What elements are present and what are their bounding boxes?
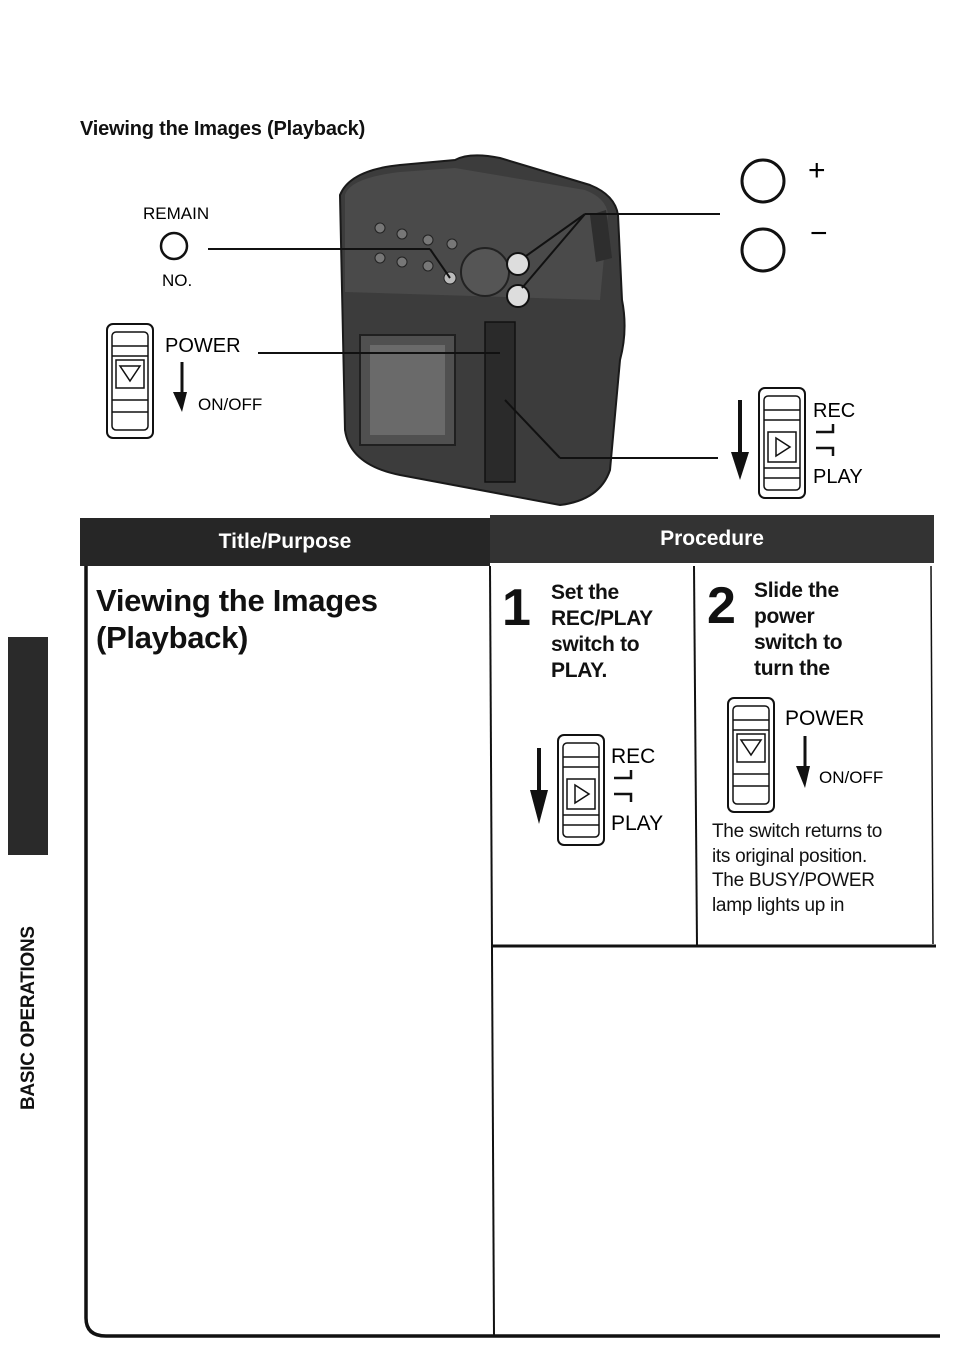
step-2-note-line: lamp lights up in <box>712 894 845 916</box>
rec-label: REC <box>813 400 855 422</box>
rec-play-switch-icon <box>758 387 806 499</box>
down-arrow-icon <box>731 400 749 480</box>
step-2-line: switch to <box>754 631 843 654</box>
step-1-line: REC/PLAY <box>551 607 653 630</box>
down-arrow-icon <box>796 736 810 788</box>
step-2-note-line: its original position. <box>712 845 867 867</box>
minus-button-icon <box>740 227 786 273</box>
page-heading: Viewing the Images (Playback) <box>80 118 366 140</box>
step-2-power-label: POWER <box>785 707 864 730</box>
plus-button-icon <box>740 158 786 204</box>
step-1-switch-figure: REC PLAY <box>530 734 663 846</box>
step-1-number: 1 <box>502 579 531 637</box>
power-switch-icon <box>106 323 154 439</box>
column-header-procedure: Procedure <box>490 515 934 563</box>
row-title-line-1: Viewing the Images <box>96 583 378 618</box>
step-2-line: Slide the <box>754 579 839 602</box>
step-1-play-label: PLAY <box>611 812 663 835</box>
no-label: NO. <box>162 271 192 290</box>
step-2-line: turn the <box>754 657 830 680</box>
remain-label: REMAIN <box>143 204 209 223</box>
onoff-label: ON/OFF <box>198 395 262 414</box>
step-1-line: PLAY. <box>551 659 608 682</box>
step-2-line: power <box>754 605 815 628</box>
step-2-text: Slide the power switch to turn the <box>754 578 843 682</box>
down-arrow-icon <box>530 748 548 824</box>
step-2-note-line: The BUSY/POWER <box>712 870 875 891</box>
rec-play-arrows-icon <box>816 424 835 456</box>
power-switch-icon <box>727 697 775 813</box>
step-2-note-line: The switch returns to <box>712 821 883 842</box>
column-header-title-purpose: Title/Purpose <box>80 518 490 566</box>
row-title: Viewing the Images (Playback) <box>96 582 378 656</box>
step-1-line: switch to <box>551 633 640 656</box>
step-1-text: Set the REC/PLAY switch to PLAY. <box>551 580 653 684</box>
minus-label: − <box>810 217 828 250</box>
power-label: POWER <box>165 335 241 357</box>
step-2-onoff-label: ON/OFF <box>819 768 883 787</box>
step-1-line: Set the <box>551 581 619 604</box>
camera-illustration: REMAIN NO. POWER ON/OFF + − REC <box>106 154 863 507</box>
step-1-rec-label: REC <box>611 745 655 768</box>
rec-play-arrows-icon <box>614 770 633 802</box>
remain-lamp-icon <box>159 231 189 261</box>
row-title-line-2: (Playback) <box>96 620 249 655</box>
leader-lines <box>208 213 720 459</box>
camera-body <box>338 154 626 507</box>
down-arrow-icon <box>173 362 187 412</box>
step-2-switch-figure: POWER ON/OFF <box>727 697 883 813</box>
rec-play-switch-icon <box>557 734 605 846</box>
play-label: PLAY <box>813 466 863 488</box>
side-tab-bar <box>8 637 48 855</box>
plus-label: + <box>808 154 826 187</box>
step-2-note: The switch returns to its original posit… <box>712 820 882 918</box>
step-2-number: 2 <box>707 577 736 635</box>
